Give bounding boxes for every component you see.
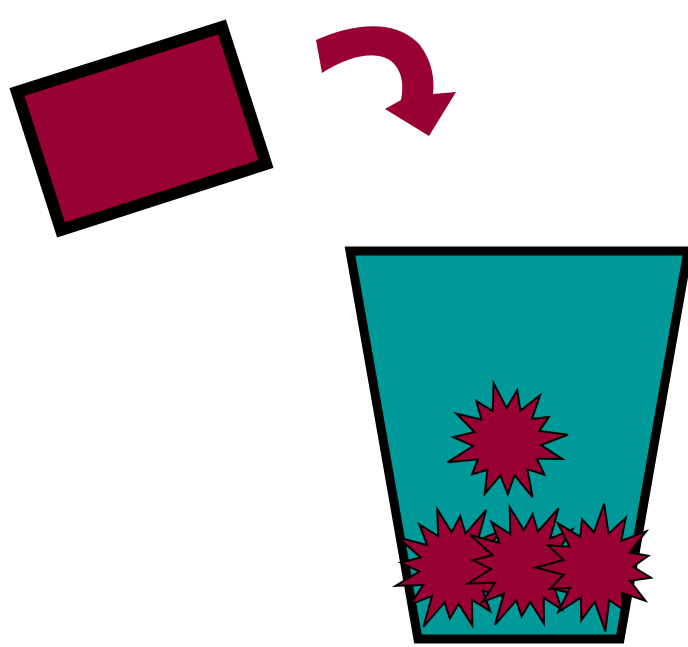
curved-arrow-icon: [316, 26, 456, 136]
paper-sheet-icon: [17, 27, 266, 230]
